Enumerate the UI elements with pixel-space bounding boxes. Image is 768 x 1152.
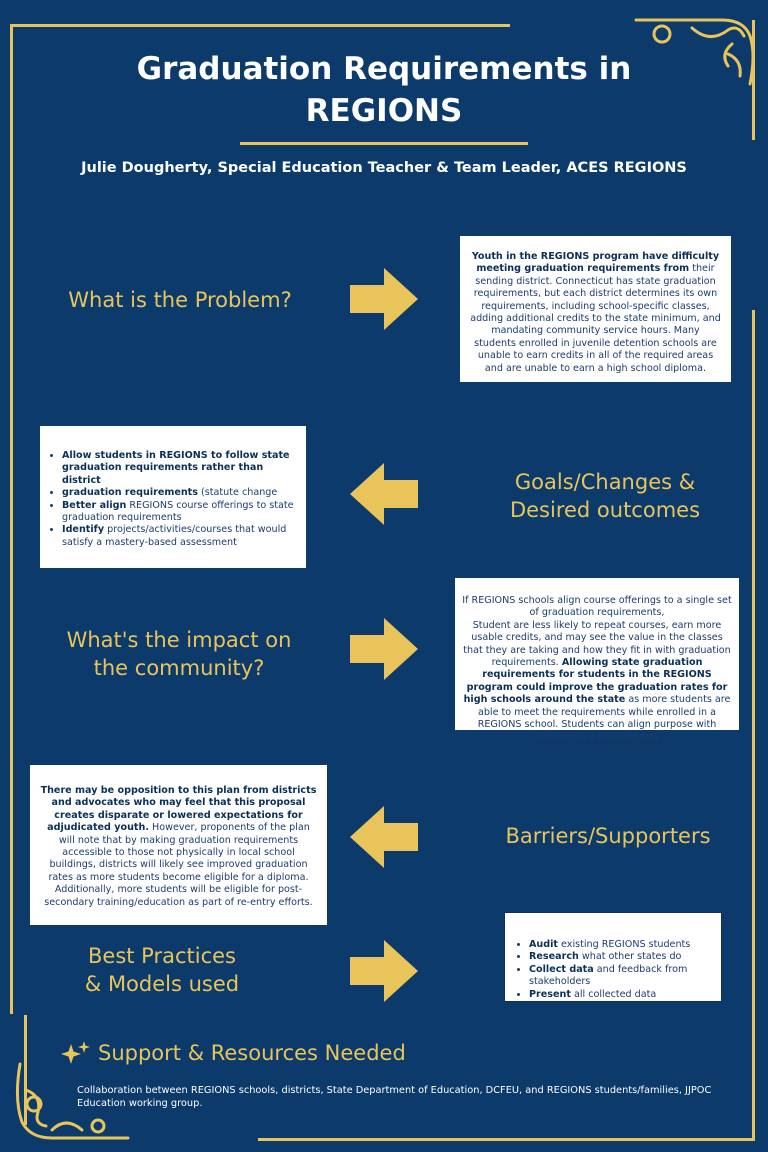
practices-label-line-2: & Models used [84,972,240,996]
practices-label-line-1: Best Practices [88,944,236,968]
title-line-1: Graduation Requirements in [136,51,632,87]
frame-line-right [752,310,755,1140]
support-text: Collaboration between REGIONS schools, d… [77,1085,712,1109]
list-item: Allow students in REGIONS to follow stat… [62,450,300,487]
corner-flourish-icon [634,18,755,86]
goals-box: Allow students in REGIONS to follow stat… [40,426,306,568]
list-item: Present all collected data [529,989,715,1001]
title-line-2: REGIONS [305,93,463,129]
arrow-left-icon [350,806,418,868]
problem-body: their sending district. Connecticut has … [470,263,721,374]
corner-flourish-icon [15,1062,130,1140]
barriers-bold: There may be opposition to this plan fro… [40,785,317,834]
list-item: Identify projects/activities/courses tha… [62,524,300,549]
arrow-right-icon [350,268,418,330]
support-heading: Support & Resources Needed [60,1040,406,1066]
impact-label-line-2: the community? [93,656,265,680]
list-item: Collect data and feedback from stakehold… [529,964,715,989]
page-title: Graduation Requirements in REGIONS [84,48,684,132]
impact-label: What's the impact on the community? [40,626,318,682]
barriers-text: There may be opposition to this plan fro… [38,785,319,909]
practices-list: Audit existing REGIONS students Research… [515,939,715,1001]
problem-label: What is the Problem? [40,286,320,314]
impact-body-2: Student are less likely to repeat course… [463,619,731,669]
list-item: graduation requirements (statute change [62,487,300,499]
problem-box: Youth in the REGIONS program have diffic… [460,236,731,382]
author-subtitle: Julie Dougherty, Special Education Teach… [81,160,687,176]
arrow-right-icon [350,618,418,680]
impact-box: If REGIONS schools align course offering… [455,578,739,742]
arrow-left-icon [350,463,418,525]
practices-label: Best Practices & Models used [40,942,284,998]
frame-line-right-top [752,20,755,140]
barriers-box: There may be opposition to this plan fro… [30,765,327,925]
list-item: Research what other states do [529,951,715,963]
support-title: Support & Resources Needed [98,1041,406,1065]
impact-body-1: If REGIONS schools align course offering… [462,595,732,619]
barriers-label: Barriers/Supporters [480,822,736,850]
list-item: Audit existing REGIONS students [529,939,715,951]
goals-label-line-2: Desired outcomes [509,498,701,522]
practices-box: Audit existing REGIONS students Research… [504,912,722,1002]
arrow-right-icon [350,940,418,1002]
impact-bold: Allowing state graduation requirements f… [463,657,728,706]
frame-line-left-bottom [24,1015,27,1125]
problem-bold: Youth in the REGIONS program have diffic… [471,251,720,275]
frame-line-top [10,24,510,27]
title-underline [240,142,528,145]
sparkle-icon [61,1041,90,1064]
barriers-label-text: Barriers/Supporters [505,824,711,848]
frame-line-left [10,24,13,1014]
impact-text: If REGIONS schools align course offering… [461,595,733,744]
problem-text: Youth in the REGIONS program have diffic… [470,251,721,375]
list-item: Better align REGIONS course offerings to… [62,500,300,525]
goals-label: Goals/Changes & Desired outcomes [470,468,740,524]
impact-label-line-1: What's the impact on [66,628,292,652]
problem-label-text: What is the Problem? [68,288,292,312]
frame-line-bottom [258,1138,755,1141]
goals-list: Allow students in REGIONS to follow stat… [48,450,300,549]
impact-body-3: as more students are able to meet the re… [477,694,731,743]
barriers-body: However, proponents of the plan will not… [44,822,313,908]
goals-label-line-1: Goals/Changes & [514,470,696,494]
